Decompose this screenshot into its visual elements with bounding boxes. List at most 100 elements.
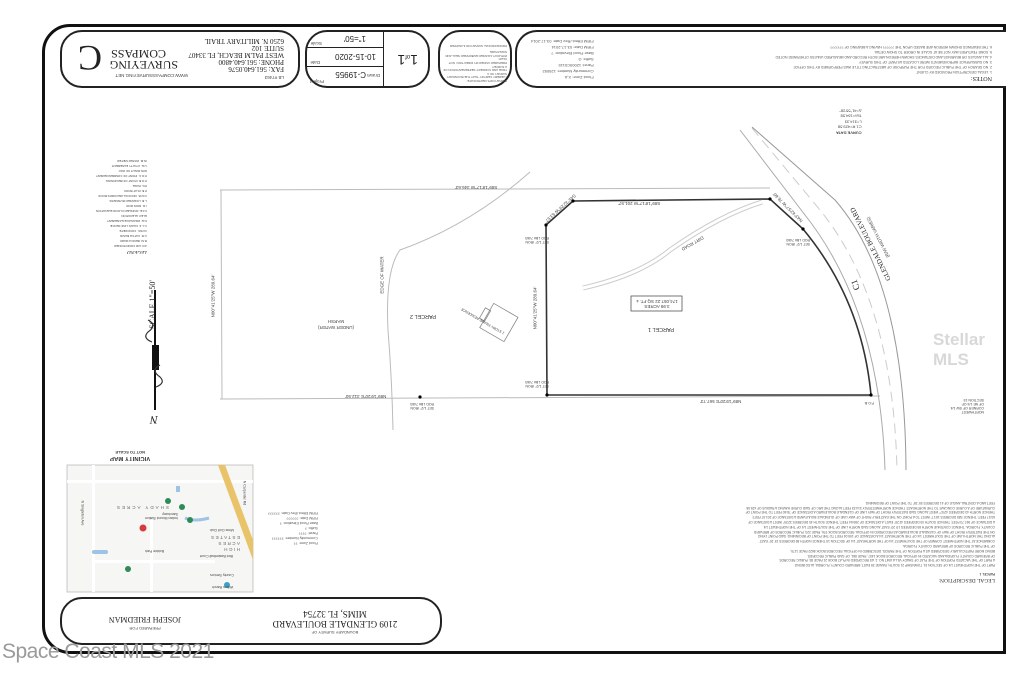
flood-info: FIRM Date: 03-17-2014 — [551, 45, 594, 50]
lb-number: LB #7463 — [264, 75, 284, 80]
stellar-watermark: Stellar MLS — [933, 330, 985, 369]
map-label-seniors: County Seniors — [210, 573, 234, 577]
compass-logo-icon: C — [77, 38, 102, 78]
sheet-number: 1of1 — [397, 52, 418, 68]
parcel1-north-dim: S89°18'17"W 201.57' — [618, 201, 661, 206]
company-address: 6250 N. MILITARY TRAIL — [204, 37, 284, 45]
legend-item: W.M. WATER METER — [117, 159, 147, 163]
flood-line: FIRM Effect./Rev Date: ?????? — [268, 511, 318, 515]
cert-line: I HEREBY CERTIFY THAT THE BOUNDARY SURVE… — [446, 71, 507, 80]
scale-bar-label: SCALE 1"=50' — [147, 280, 157, 329]
project-label: Project — [309, 79, 324, 84]
parcel2-west-dim: N00°41'25"W 289.64' — [210, 274, 216, 318]
flood-info-secondary: Flood Zone: ?? Community Number: ?????? … — [268, 510, 318, 545]
flood-line: FIRM Date: ?????? — [286, 516, 318, 520]
legend-item: B.M. BENCH MARK — [119, 239, 147, 243]
note-item: 1. LEGAL DESCRIPTION PROVIDED BY CLIENT — [916, 70, 992, 74]
legend-item: O.R.B. OFFICIAL RECORDS BOOK — [98, 194, 147, 198]
parcel2-south-dim: N89°19'20"E 312.50' — [345, 394, 387, 399]
map-label-park: Bobbie Park — [145, 549, 165, 553]
flood-info: Flood Zone: X,A — [564, 75, 594, 80]
company-phone: PHONE: 561.640.4800 — [218, 58, 284, 66]
sheet-current: 1 — [410, 52, 418, 68]
legal-line: CURVATURE OF A CURVE CONCAVE TO THE NORT… — [746, 505, 995, 510]
company-block: LB #7463 FAX: 561.640.0576 PHONE: 561.64… — [60, 30, 300, 88]
vicinity-map-caption: VICINITY MAP NOT TO SCALE — [110, 449, 150, 461]
legal-parcel: PARCEL 1 — [979, 571, 995, 576]
legal-line: ALONG THE NORTH LINE OF THE SOUTHWEST 1/… — [757, 534, 995, 539]
legend-item: U.E. UTILITY EASEMENT — [111, 164, 147, 168]
sheet-block: 1of1 Drawn Project C-19955 Date 10-15-20… — [305, 30, 430, 88]
cert-line: PREPARED UNDER MY DIRECTION. NOT VALID — [448, 57, 507, 66]
flood-info: FIRM Effect./Rev Date: 03-17-2014 — [531, 39, 594, 44]
edge-of-water-label: EDGE OF WATER — [379, 256, 385, 294]
legal-line: COMMENCE AT THE NORTHWEST CORNER OF THE … — [759, 539, 995, 544]
legend: LEGEND A/C AIR CONDITIONER B.M. BENCH MA… — [96, 158, 147, 254]
parcel1-south-dim: N89°19'20"E 567.73' — [700, 399, 742, 404]
map-label-shady-acres: SHADY ACRES — [115, 505, 169, 510]
flood-line: Community Number: ?????? — [271, 536, 318, 540]
survey-date: 10-15-2020 — [335, 52, 376, 61]
road-edge-center — [751, 127, 898, 471]
drawing-frame — [42, 24, 1006, 654]
parcel2-south-line — [219, 395, 881, 400]
corner-tag: SET 1/2" IRON ROD LB# 7463 — [410, 402, 434, 410]
north-arrow-label: N — [150, 413, 159, 427]
company-fax: FAX: 561.640.0576 — [228, 65, 284, 73]
legal-title: LEGAL DESCRIPTION: — [938, 576, 995, 583]
drawing-scale: 1"=50' — [343, 34, 366, 43]
corner-tag: SET 1/2" IRON ROD LB# 7463 — [525, 236, 549, 244]
legend-item: CONC. CONCRETE — [119, 229, 147, 233]
legend-item: F.F.E. FINISHED FLOOR ELEVATION — [96, 209, 147, 213]
parcel2-west-line — [220, 189, 223, 400]
certification-block: SURVEYOR'S CERTIFICATE: I HEREBY CERTIFY… — [438, 30, 512, 88]
flood-info: Base Flood Elevation: ? — [551, 51, 594, 56]
legal-line: THENCE NORTH 43 DEGREES 42'57" WEST ALON… — [745, 510, 995, 515]
legal-line: OF THE PUBLIC RECORDS OF BREVARD COUNTY,… — [902, 543, 995, 548]
flood-line: Base Flood Elevation: ? — [279, 521, 318, 525]
legend-title: LEGEND — [127, 249, 147, 254]
legal-description: LEGAL DESCRIPTION: PARCEL 1 PART OF THE … — [575, 500, 995, 584]
parcel1-curve — [802, 228, 872, 396]
vicinity-map-title: VICINITY MAP — [110, 455, 151, 461]
date-label: Date — [310, 60, 320, 65]
address-line-1: 2109 GLENDALE BOULEVARD — [272, 619, 398, 629]
parcel2-north-dim: S89°18'17"W 346.63' — [455, 185, 498, 190]
cert-footer: PROFESSIONAL SURVEYOR & MAPPER — [449, 43, 507, 48]
road-edge-outer — [751, 126, 907, 471]
sheet-total: 1 — [397, 52, 406, 68]
legal-line: PART OF THE NORTHEAST 1/4 OF SECTION 15,… — [794, 563, 995, 568]
parcel2-north-line — [219, 187, 771, 191]
scale-label: Scale — [310, 41, 322, 46]
legend-item: D.E. DRAINAGE EASEMENT — [107, 219, 147, 223]
flood-line: Suffix: ? — [304, 526, 318, 530]
map-label-road: N Carpenter Rd — [242, 480, 247, 506]
company-suite: SUITE 102 — [251, 44, 284, 52]
property-address-block: BOUNDARY SURVEY OF 2109 GLENDALE BOULEVA… — [230, 609, 440, 635]
parcel1-label: PARCEL 1 — [648, 326, 674, 332]
flood-info: Community Number: 125092 — [542, 69, 594, 74]
curve-data-line: Tan=164.58 — [840, 114, 862, 119]
legend-item: P.O.B. POINT OF BEGINNING — [105, 179, 147, 183]
legal-line: A PART OF THE VACATED PORTION OF THE PLA… — [779, 558, 995, 563]
legal-line: BEING MORE PARTICULARLY DESCRIBED AS A P… — [790, 548, 995, 553]
parcel1-acres: 3.99 ACRES — [644, 304, 670, 309]
corner-tag: SET 1/2" IRON ROD LB# 7463 — [786, 238, 810, 246]
marsh-sub: (UNDER WATER) — [318, 325, 354, 330]
map-label-ranch: Willow Ranch — [212, 585, 234, 589]
pob-tag: P.O.B. — [864, 401, 874, 405]
legal-line: A DISTANCE OF 567.73 FEET; THENCE SOUTH … — [748, 519, 995, 524]
cert-line: TRUE AND CORRECT REPRESENTATION OF A SUR… — [443, 64, 507, 73]
notes-title: NOTES: — [971, 75, 992, 81]
legend-item: A/C AIR CONDITIONER — [114, 244, 147, 248]
vicinity-map-image — [66, 464, 254, 593]
residence-footprint — [478, 302, 519, 343]
legal-line: ON THE EASTERLY RIGHT OF WAY OF GLENDALE… — [753, 529, 995, 534]
legend-item: ELEV. ELEVATION — [121, 214, 147, 218]
legend-item: C.B. CATCH BASIN — [120, 234, 147, 238]
map-label-sanctuary: Indian Mound Station Sanctuary — [144, 512, 178, 520]
company-city: WEST PALM BEACH, FL 33407 — [188, 51, 284, 59]
company-website: WWW.COMPASSSURVEYING.NET — [115, 73, 188, 78]
legend-item: P.O.C. POINT OF COMMENCEMENT — [96, 174, 147, 178]
